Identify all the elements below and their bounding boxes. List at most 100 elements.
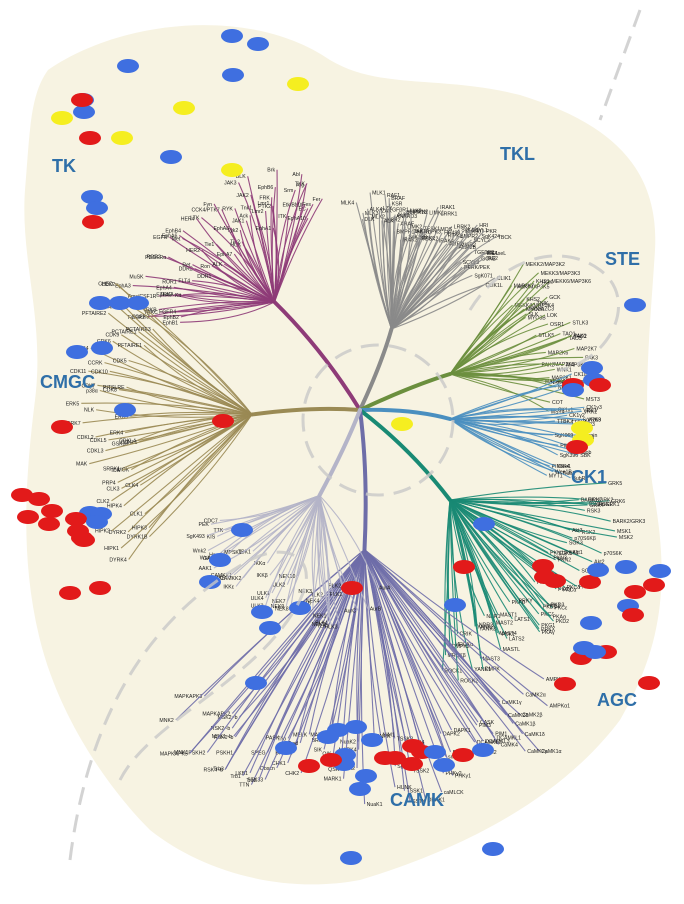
trunk-tkl [358, 327, 394, 412]
marker-blue [114, 403, 136, 417]
kinase-label: MAP3K8 [566, 363, 587, 369]
kinase-label: PKCγ [558, 587, 572, 593]
kinase-label: ULK2 [272, 583, 285, 589]
kinase-label: STLK3 [572, 320, 588, 326]
branch-ste [449, 307, 529, 375]
branch-cmgc [90, 347, 253, 416]
kinase-label: CDK2 [101, 282, 115, 288]
kinase-label: TRKB [143, 307, 157, 313]
kinase-label: PKN2 [558, 558, 572, 564]
kinase-label: Trb1 [230, 774, 241, 780]
kinase-label: MYT1 [549, 473, 563, 479]
branch-cmgc [139, 414, 253, 486]
marker-blue [444, 598, 466, 612]
branch-cmgc [121, 413, 253, 470]
kinase-label: CK1γ2 [569, 413, 585, 419]
kinase-label: TNIK [537, 301, 549, 307]
kinase-label: MPSK1 [224, 550, 242, 556]
kinase-label: TGFβR1 [389, 207, 409, 213]
branch-tk [245, 220, 276, 303]
kinase-label: QSK [328, 767, 339, 773]
kinase-label: CLK4 [125, 483, 138, 489]
branch-tkl [391, 284, 484, 330]
kinase-label: NRBP1 [550, 380, 567, 386]
branch-tk [239, 229, 275, 303]
branch-camk [190, 549, 365, 753]
marker-blue [433, 758, 455, 772]
kinase-label: HH498 [444, 231, 460, 237]
kinase-label: NLK [84, 408, 95, 414]
marker-blue [624, 298, 646, 312]
branch-cmgc [81, 402, 253, 416]
kinase-label: MEKK6/MAP3K6 [551, 279, 591, 285]
branch-ste [449, 373, 550, 412]
marker-yellow [391, 417, 413, 431]
kinase-label: PSKH2 [188, 750, 205, 756]
kinase-label: PKR [486, 229, 497, 235]
branch-tkl [390, 243, 448, 330]
kinase-label: EphB6 [258, 185, 274, 191]
kinase-label: MOS [440, 227, 452, 233]
branch-tk [145, 275, 275, 303]
group-label-camk: CAMK [390, 790, 444, 810]
marker-red [622, 608, 644, 622]
marker-blue [222, 68, 244, 82]
kinase-label: DLK [364, 217, 375, 223]
kinase-label: GSK3α [112, 441, 129, 447]
kinase-label: PKAα [553, 614, 566, 620]
group-label-ck1: CK1 [571, 467, 607, 487]
kinase-label: ASK/MAP3K5 [517, 285, 549, 291]
kinase-label: DCAMKL2 [477, 740, 502, 746]
branch-camk [323, 549, 366, 750]
kinase-label: HUNK [397, 785, 412, 791]
kinase-label: PLK4 [315, 621, 328, 627]
kinase-label: LIMK1 [429, 210, 444, 216]
kinase-label: KSR [392, 202, 403, 208]
kinase-label: TBCK [498, 235, 512, 241]
kinase-label: IKKα [254, 561, 265, 567]
branch-tkl [367, 208, 393, 330]
kinase-label: TRKA [160, 292, 174, 298]
kinase-label: BIKE [214, 576, 226, 582]
kinase-label: Ack [239, 213, 248, 219]
marker-blue [581, 361, 603, 375]
branch-agc [449, 499, 502, 650]
kinase-label: CDC7 [204, 518, 218, 524]
kinase-label: FLT4 [178, 279, 190, 285]
kinase-label: Fyn [203, 202, 212, 208]
branch-tkl [391, 257, 485, 330]
kinase-label: PKG2 [546, 604, 560, 610]
marker-blue [81, 190, 103, 204]
branch-agc [449, 499, 459, 681]
kinase-label: MuSK [129, 274, 144, 280]
branch-cmgc [149, 414, 253, 537]
watermark [68, 9, 642, 861]
kinase-label: PKN1/PRK1 [550, 551, 579, 557]
kinase-label: SgK424 [482, 234, 501, 240]
branch-agc [449, 499, 573, 539]
kinase-label: caMLCK [444, 790, 464, 796]
branch-ck1 [449, 418, 580, 453]
kinase-label: SgK269 [583, 417, 602, 423]
kinase-label: IRAK1 [440, 205, 455, 211]
kinase-label: MAST2 [496, 620, 513, 626]
kinase-label: Obscn [260, 766, 275, 772]
marker-blue [649, 564, 671, 578]
kinase-label: MAPKAPK3 [174, 694, 202, 700]
kinase-label: Trio [277, 736, 286, 742]
marker-red [38, 517, 60, 531]
kinase-label: MAP3K7 [514, 283, 535, 289]
kinase-label: Slob [581, 450, 591, 456]
branch-other [269, 495, 321, 576]
trunk-camk [358, 408, 368, 552]
kinase-label: Lmr1 [258, 201, 270, 207]
branch-tkl [390, 231, 425, 330]
kinase-label: PCTAIRE3 [126, 327, 151, 333]
branch-camk [250, 549, 365, 785]
marker-red [401, 757, 423, 771]
branch-agc [449, 499, 552, 617]
kinase-label: CDKL2 [77, 435, 94, 441]
kinase-label: LRRK1 [441, 211, 458, 217]
branch-cmgc [108, 413, 253, 441]
